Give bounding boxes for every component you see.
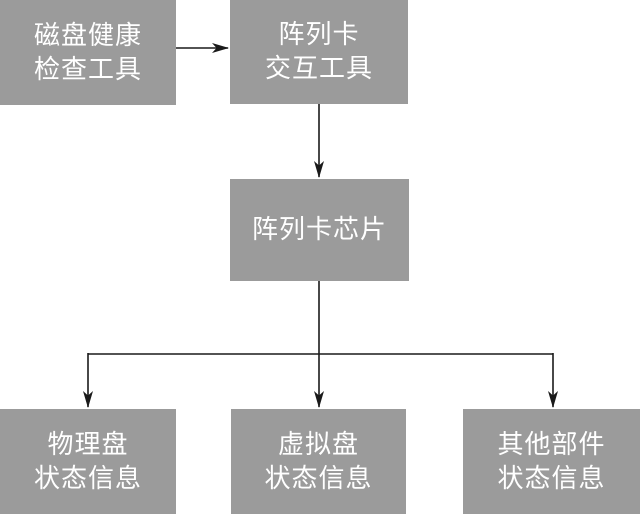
node-label-line: 磁盘健康: [33, 20, 142, 51]
node-label-line: 阵列卡: [278, 20, 360, 50]
node-disk-health-check-tool: 磁盘健康 检查工具: [0, 0, 176, 105]
node-label-line: 交互工具: [264, 54, 373, 84]
node-label-line: 阵列卡芯片: [251, 215, 387, 245]
node-label-line: 物理盘: [47, 429, 129, 460]
node-label-line: 状态信息: [264, 463, 373, 494]
node-other-parts-status: 其他部件 状态信息: [463, 409, 640, 514]
node-raid-card-interact-tool: 阵列卡 交互工具: [230, 0, 408, 104]
node-label-line: 虚拟盘: [277, 429, 359, 460]
node-label-line: 检查工具: [33, 54, 142, 85]
node-label-line: 其他部件: [497, 429, 606, 460]
node-label-line: 状态信息: [497, 463, 606, 494]
node-physical-disk-status: 物理盘 状态信息: [0, 409, 176, 514]
node-raid-card-chip: 阵列卡芯片: [230, 179, 409, 281]
node-virtual-disk-status: 虚拟盘 状态信息: [231, 409, 406, 514]
node-label-line: 状态信息: [33, 463, 142, 494]
